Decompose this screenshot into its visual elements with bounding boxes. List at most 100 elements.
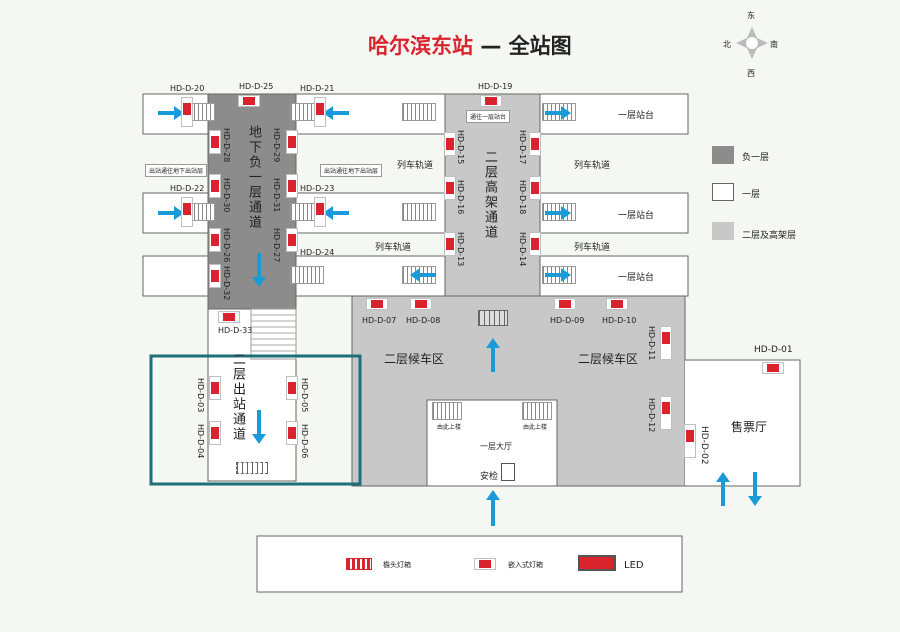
box-label-hd-d-24: HD-D-24 [300,248,335,257]
arrow-icon [323,106,349,120]
arrow-icon [158,206,184,220]
lightbox-hd-d-01[interactable] [762,362,784,374]
legend-label-1f: 一层 [742,190,761,200]
legend-swatch-1f [712,183,734,201]
platform-label-1: 一层站台 [618,111,655,121]
compass-west: 西 [747,69,755,78]
compass-rose [736,27,768,59]
platform-label-3: 一层站台 [618,273,655,283]
lightbox-hd-d-09[interactable] [554,298,576,310]
note-exit-right: 出站通往地下出站层 [320,164,383,177]
box-label-hd-d-01: HD-D-01 [754,345,793,355]
lightbox-hd-d-07[interactable] [366,298,388,310]
box-label-hd-d-22: HD-D-22 [170,184,205,193]
note-to-platform: 通往一层站台 [466,110,511,123]
lightbox-hd-d-25[interactable] [238,95,260,107]
stairs-9 [290,266,324,284]
lightbox-hd-d-32[interactable] [209,264,221,288]
lightbox-hd-d-19[interactable] [480,95,502,107]
lightbox-hd-d-30[interactable] [209,174,221,198]
lightbox-hd-d-16[interactable] [444,176,456,200]
box-label-hd-d-13: HD-D-13 [456,232,465,267]
box-label-hd-d-32: HD-D-32 [222,266,231,301]
box-label-hd-d-30: HD-D-30 [222,178,231,213]
underground-passage-block [207,93,297,310]
arrow-down-icon [252,410,266,444]
box-label-hd-d-19: HD-D-19 [478,82,513,91]
lightbox-hd-d-33[interactable] [218,311,240,323]
box-label-hd-d-12: HD-D-12 [647,398,656,433]
underground-passage-label: 地下负一层通道 [246,125,261,230]
legend-label-b1: 负一层 [742,153,770,163]
elevated-gate-icon [478,310,508,326]
lightbox-hd-d-26[interactable] [209,228,221,252]
lightbox-hd-d-02[interactable] [684,424,696,458]
stairs-12 [432,402,462,420]
box-label-hd-d-21: HD-D-21 [300,84,335,93]
lightbox-hd-d-06[interactable] [286,421,298,445]
lightbox-hd-d-04[interactable] [209,421,221,445]
arrow-icon [158,106,184,120]
lightbox-hd-d-13[interactable] [444,232,456,256]
box-label-hd-d-09: HD-D-09 [550,316,585,325]
lightbox-hd-d-11[interactable] [660,326,672,360]
gate-box-legend-label: 檐头灯箱 [383,561,411,569]
lightbox-hd-d-31[interactable] [286,174,298,198]
track-label-1: 列车轨道 [397,161,434,171]
lightbox-hd-d-15[interactable] [444,132,456,156]
lobby-label: 一层大厅 [480,442,512,451]
arrow-icon [410,268,436,282]
lightbox-hd-d-14[interactable] [529,232,541,256]
lightbox-hd-d-05[interactable] [286,376,298,400]
lightbox-hd-d-29[interactable] [286,130,298,154]
lightbox-hd-d-28[interactable] [209,130,221,154]
compass-north: 北 [723,40,731,49]
arrow-icon [545,106,571,120]
security-label: 安检 [480,472,499,482]
note-exit-left: 出站通往地下出站层 [145,164,208,177]
arrow-up-icon [486,338,500,372]
box-label-hd-d-20: HD-D-20 [170,84,205,93]
box-label-hd-d-18: HD-D-18 [518,180,527,215]
box-label-hd-d-07: HD-D-07 [362,316,397,325]
lightbox-hd-d-08[interactable] [410,298,432,310]
ticket-hall-label: 售票厅 [731,420,768,434]
box-label-hd-d-26: HD-D-26 [222,228,231,263]
track-label-4: 列车轨道 [574,243,611,253]
lightbox-hd-d-21[interactable] [314,97,326,127]
gate-box-legend-icon [346,558,372,570]
box-label-hd-d-25: HD-D-25 [239,82,274,91]
lightbox-hd-d-27[interactable] [286,228,298,252]
bottom-legend-frame [256,535,683,593]
box-label-hd-d-14: HD-D-14 [518,232,527,267]
lightbox-hd-d-23[interactable] [314,197,326,227]
lightbox-hd-d-03[interactable] [209,376,221,400]
lightbox-hd-d-10[interactable] [606,298,628,310]
legend-swatch-b1 [712,146,734,164]
lightbox-hd-d-22[interactable] [181,197,193,227]
lightbox-hd-d-20[interactable] [181,97,193,127]
arrow-icon [545,206,571,220]
lightbox-hd-d-12[interactable] [660,396,672,430]
lightbox-hd-d-18[interactable] [529,176,541,200]
arrow-icon [545,268,571,282]
platform-label-2: 一层站台 [618,211,655,221]
led-legend-label: LED [624,560,644,571]
box-label-hd-d-11: HD-D-11 [647,326,656,361]
compass-south: 南 [770,40,778,49]
box-label-hd-d-23: HD-D-23 [300,184,335,193]
station-name: 哈尔滨东站 [368,34,473,58]
box-label-hd-d-04: HD-D-04 [196,424,205,459]
box-label-hd-d-15: HD-D-15 [456,130,465,165]
box-label-hd-d-28: HD-D-28 [222,128,231,163]
led-legend-icon [578,555,616,571]
highlight-frame [149,354,362,486]
stairs-3 [402,103,436,121]
track-label-3: 列车轨道 [375,243,412,253]
lightbox-hd-d-17[interactable] [529,132,541,156]
title-dash: — [480,34,502,58]
embed-box-legend-icon [474,558,496,570]
box-label-hd-d-33: HD-D-33 [218,326,253,335]
exit-gate-icon [236,462,268,474]
